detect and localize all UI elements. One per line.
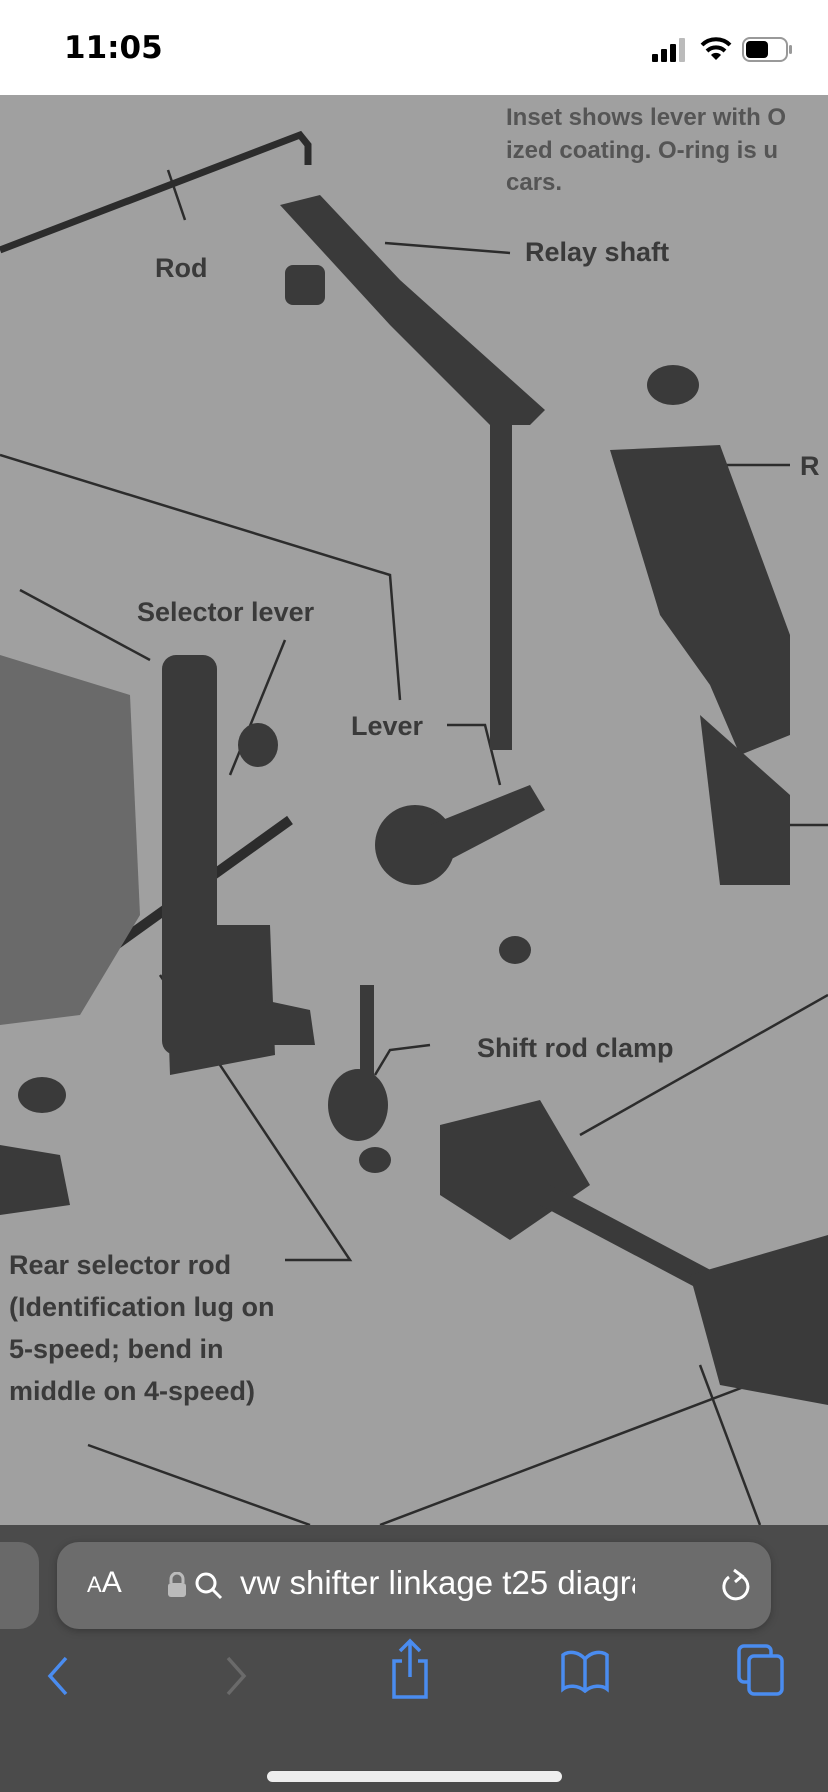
inset-text: Inset shows lever with O ized coating. O… — [506, 104, 786, 196]
aa-small: A — [87, 1572, 102, 1597]
label-line: (Identification lug on — [9, 1292, 274, 1322]
signal-icon — [652, 38, 685, 62]
lock-icon — [168, 1572, 186, 1597]
battery-icon — [742, 37, 792, 62]
tabs-icon[interactable] — [736, 1643, 786, 1697]
diagram-image: Inset shows lever with O ized coating. O… — [0, 95, 828, 1525]
label-relay-shaft: Relay shaft — [525, 237, 669, 267]
label-selector-lever: Selector lever — [137, 597, 315, 627]
share-icon[interactable] — [388, 1637, 432, 1701]
search-icon — [195, 1572, 223, 1600]
bookmarks-icon[interactable] — [560, 1649, 610, 1693]
text-size-button[interactable]: AA — [87, 1566, 122, 1600]
address-bar[interactable]: AA vw shifter linkage t25 diagram — [57, 1542, 771, 1629]
status-bar: 11:05 — [0, 0, 828, 95]
back-icon[interactable] — [44, 1655, 72, 1697]
label-shift-rod-clamp: Shift rod clamp — [477, 1033, 674, 1063]
wifi-icon — [700, 37, 732, 60]
label-line: 5-speed; bend in — [9, 1334, 224, 1364]
address-text[interactable]: vw shifter linkage t25 diagram — [240, 1564, 635, 1601]
browser-toolbar: AA vw shifter linkage t25 diagram — [0, 1525, 828, 1792]
home-indicator — [267, 1771, 562, 1782]
previous-tab-preview[interactable] — [0, 1542, 39, 1629]
label-line: middle on 4-speed) — [9, 1376, 255, 1406]
shifter-linkage-diagram: Inset shows lever with O ized coating. O… — [0, 104, 828, 1525]
label-partial-r: R — [800, 451, 820, 481]
label-rod: Rod — [155, 253, 207, 283]
inset-line: cars. — [506, 169, 562, 196]
aa-large: A — [101, 1566, 122, 1599]
label-rear-selector-rod: Rear selector rod (Identification lug on… — [9, 1250, 274, 1406]
clock: 11:05 — [64, 30, 163, 66]
inset-line: Inset shows lever with O — [506, 104, 786, 131]
inset-line: ized coating. O-ring is u — [506, 137, 778, 164]
label-lever: Lever — [351, 711, 424, 741]
reload-icon[interactable] — [719, 1568, 753, 1604]
label-line: Rear selector rod — [9, 1250, 231, 1280]
forward-icon[interactable] — [222, 1655, 250, 1697]
